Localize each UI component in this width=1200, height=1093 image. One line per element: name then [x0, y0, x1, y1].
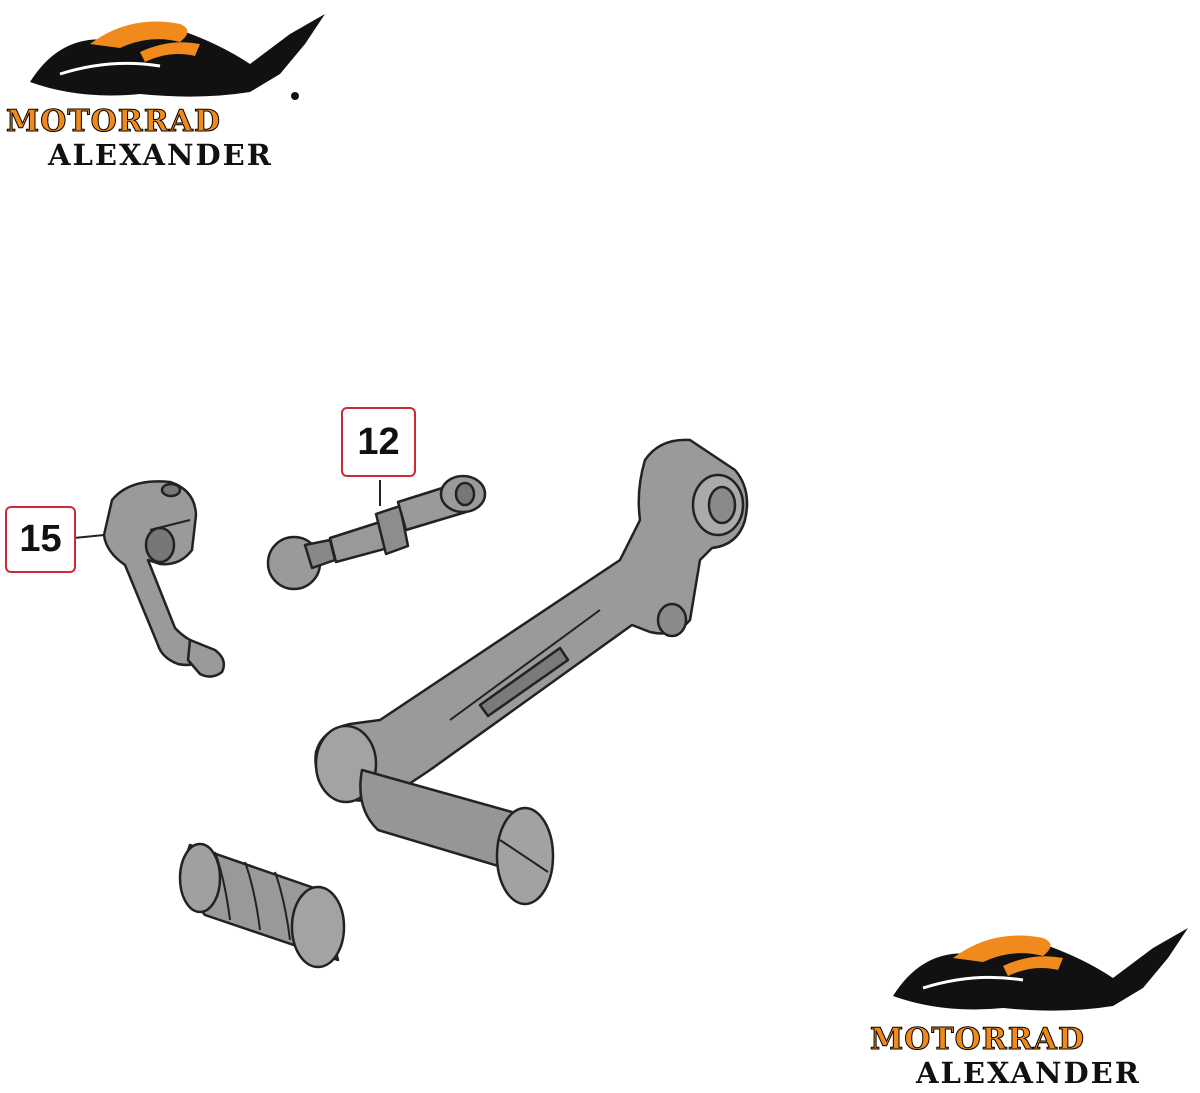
callout-15: 15: [5, 506, 76, 573]
callout-15-label: 15: [19, 518, 62, 560]
motorcycle-rider-logo-icon: [893, 928, 1188, 1011]
shift-lever-main: [314, 438, 749, 906]
logo-brand-line-2: ALEXANDER: [48, 138, 273, 172]
motorcycle-rider-logo-icon: [30, 14, 325, 100]
part-12-linkage-rod: [266, 474, 487, 591]
callout-12-label: 12: [357, 420, 400, 463]
rubber-footpeg-grip: [178, 842, 346, 969]
callout-12: 12: [341, 407, 416, 477]
logo-brand-line-1: MOTORRAD: [6, 104, 221, 140]
logo-brand-line-1: MOTORRAD: [870, 1022, 1085, 1058]
logo-brand-line-2: ALEXANDER: [916, 1056, 1141, 1090]
motorrad-alexander-logo-top: MOTORRAD ALEXANDER: [6, 4, 340, 174]
leader-line-15: [73, 534, 105, 539]
part-15-shift-arm: [102, 480, 226, 678]
motorrad-alexander-logo-bottom: MOTORRAD ALEXANDER: [868, 918, 1188, 1090]
